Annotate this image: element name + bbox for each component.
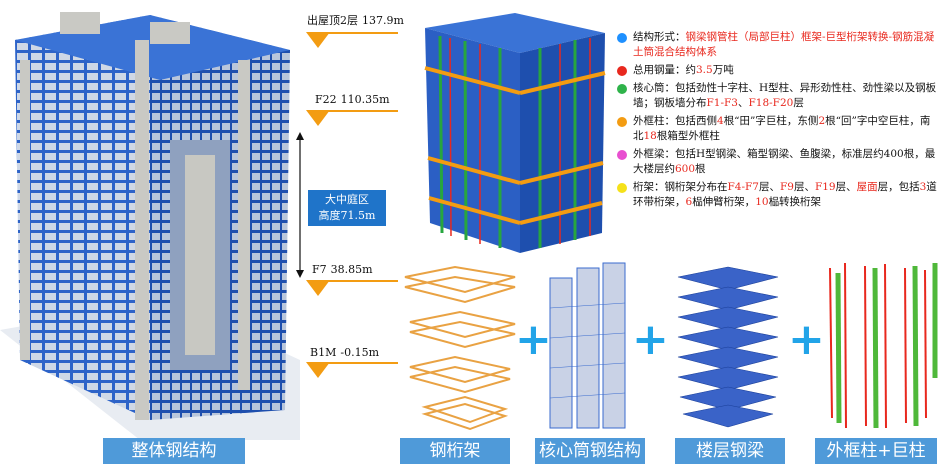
legend: 结构形式：钢梁钢管柱（局部巨柱）框架-巨型桁架转换-钢筋混凝土筒混合结构体系 总…	[617, 30, 937, 213]
legend-item-outer-columns: 外框柱：包括西侧4根“田”字巨柱，东侧2根“回”字中空巨柱，南北18根箱型外框柱	[617, 114, 937, 144]
atrium-label: 大中庭区 高度71.5m	[308, 190, 386, 226]
legend-item-steel-amount: 总用钢量：约3.5万吨	[617, 63, 937, 78]
level-marker-b1m	[306, 362, 330, 378]
legend-item-structure-form: 结构形式：钢梁钢管柱（局部巨柱）框架-巨型桁架转换-钢筋混凝土筒混合结构体系	[617, 30, 937, 60]
yellow-dot-icon	[617, 183, 627, 193]
level-marker-f22	[306, 110, 330, 126]
level-marker-f7	[306, 280, 330, 296]
level-label-b1m: B1M-0.15m	[310, 346, 379, 359]
plus-icon-3: +	[788, 314, 825, 365]
atrium-arrow	[293, 132, 307, 278]
columns-image	[820, 258, 940, 433]
caption-floor: 楼层钢梁	[675, 438, 785, 464]
orange-dot-icon	[617, 117, 627, 127]
floor-beam-image	[668, 262, 783, 432]
level-line-f22	[318, 110, 398, 112]
level-marker-roof	[306, 32, 330, 48]
green-dot-icon	[617, 84, 627, 94]
legend-item-core-tube: 核心筒：包括劲性十字柱、H型柱、异形劲性柱、劲性梁以及钢板墙；钢板墙分布F1-F…	[617, 81, 937, 111]
core-tube-image	[545, 258, 630, 433]
plus-icon-1: +	[515, 314, 552, 365]
level-line-b1m	[318, 362, 398, 364]
truss-image	[395, 262, 525, 432]
caption-columns: 外框柱+巨柱	[815, 438, 937, 464]
structure-color-image	[420, 8, 610, 258]
level-line-roof	[318, 32, 398, 34]
plus-icon-2: +	[632, 314, 669, 365]
blue-dot-icon	[617, 33, 627, 43]
caption-overall: 整体钢结构	[103, 438, 245, 464]
caption-truss: 钢桁架	[400, 438, 510, 464]
level-line-f7	[318, 280, 398, 282]
pink-dot-icon	[617, 150, 627, 160]
legend-item-outer-beams: 外框梁：包括H型钢梁、箱型钢梁、鱼腹梁，标准层约400根，最大楼层约600根	[617, 147, 937, 177]
red-dot-icon	[617, 66, 627, 76]
overall-structure-image	[0, 0, 300, 440]
legend-item-truss: 桁架：钢桁架分布在F4-F7层、F9层、F19层、屋面层，包括3道环带桁架，6榀…	[617, 180, 937, 210]
caption-core: 核心筒钢结构	[535, 438, 645, 464]
